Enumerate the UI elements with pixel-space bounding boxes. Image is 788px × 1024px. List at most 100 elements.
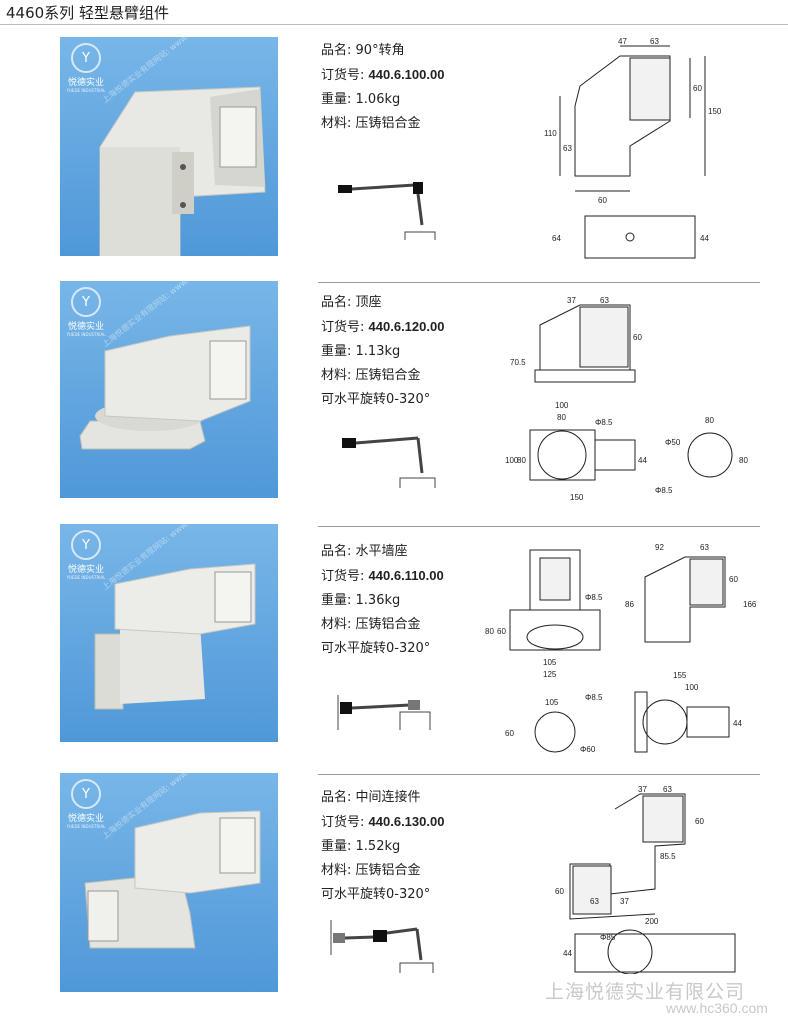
dim-label: 60 [633,333,642,342]
dim-label: Φ8.5 [595,418,613,427]
dim-label: Φ50 [665,438,681,447]
arm-schematic-middle-connector [330,920,434,973]
dim-label: 125 [543,670,557,679]
drawing-middle-connector: 37 63 60 85.5 60 63 37 200 Φ85 44 [555,785,736,974]
dim-label: 80 [557,413,566,422]
dim-label: 85.5 [660,852,676,861]
dim-label: 60 [695,817,704,826]
logo-name-en: YUEDE INDUSTRIAL [66,332,106,337]
dim-label: 37 [567,296,576,305]
logo-mark: Y [71,287,101,317]
material-label: 材料: [321,116,352,131]
dim-label: 44 [563,949,572,958]
page-title: 4460系列 轻型悬臂组件 [6,4,169,22]
arm-schematic-top-base [342,436,436,488]
product-name: 中间连接件 [355,790,421,805]
logo-name-en: YUEDE INDUSTRIAL [66,824,106,829]
company-name: 上海悦德实业有限公司 [545,981,746,1003]
rotation-note: 可水平旋转0-320° [321,641,431,656]
logo-mark: Y [71,43,101,73]
dim-label: 86 [625,600,634,609]
drawing-wall-base: Φ8.5 80 60 105 125 92 63 60 86 166 105 Φ… [485,543,757,754]
section-divider [318,526,760,527]
product-name: 90°转角 [355,43,405,58]
dim-label: 80 [485,627,494,636]
order-label: 订货号: [321,815,365,830]
section-divider [318,282,760,283]
drawing-corner-front: 47 63 60 150 110 63 60 64 44 [544,37,722,259]
product-photo-middle-connector: Y 悦德实业 YUEDE INDUSTRIAL 上海悦德实业有限网站: www.… [60,773,278,992]
wall-base-part-image [94,563,256,710]
dim-label: Φ85 [600,933,616,942]
dim-label: 100 [555,401,569,410]
product-photo-top-base: Y 悦德实业 YUEDE INDUSTRIAL 上海悦德实业有限网站: www.… [60,281,278,498]
dim-label: 44 [700,234,709,243]
dim-label: 80 [705,416,714,425]
rotation-note: 可水平旋转0-320° [321,887,431,902]
dim-label: 110 [544,129,557,138]
product-name: 顶座 [355,295,382,310]
order-label: 订货号: [321,569,365,584]
logo-mark: Y [71,530,101,560]
logo-name-en: YUEDE INDUSTRIAL [66,88,106,93]
drawing-top-base: 37 63 60 70.5 100 80 Φ8.5 100 80 44 150 … [505,296,748,502]
material-label: 材料: [321,863,352,878]
order-label: 订货号: [321,68,365,83]
arm-schematic-wall-base [337,695,431,730]
dim-label: 63 [590,897,599,906]
order-number: 440.6.120.00 [368,319,445,334]
order-number: 440.6.130.00 [368,814,445,829]
dim-label: 60 [729,575,738,584]
dim-label: Φ60 [580,745,596,754]
brand-logo: Y 悦德实业 YUEDE INDUSTRIAL [66,43,106,93]
dim-label: 150 [708,107,722,116]
name-label: 品名: [321,544,352,559]
site-watermark: www.hc360.com [666,1000,768,1016]
material-value: 压铸铝合金 [355,368,421,383]
material-value: 压铸铝合金 [355,116,421,131]
arm-schematic-corner [338,182,436,240]
spec-block-top-base: 品名: 顶座 订货号: 440.6.120.00 重量: 1.13kg 材料: … [321,291,444,412]
product-name: 水平墙座 [355,544,408,559]
dim-label: 70.5 [510,358,526,367]
dim-label: 47 [618,37,627,46]
name-label: 品名: [321,43,352,58]
dim-label: 60 [555,887,564,896]
dim-label: 63 [563,144,572,153]
spec-block-middle-connector: 品名: 中间连接件 订货号: 440.6.130.00 重量: 1.52kg 材… [321,786,444,907]
dim-label: 44 [638,456,647,465]
dim-label: Φ8.5 [585,593,603,602]
logo-mark: Y [71,779,101,809]
dim-label: 92 [655,543,664,552]
material-value: 压铸铝合金 [355,863,421,878]
dim-label: 60 [497,627,506,636]
corner-part-image [99,86,266,256]
logo-name-cn: 悦德实业 [67,78,104,88]
name-label: 品名: [321,295,352,310]
dim-label: 105 [543,658,557,667]
weight-value: 1.06kg [355,92,401,107]
order-number: 440.6.100.00 [368,67,445,82]
dim-label: Φ8.5 [655,486,673,495]
dim-label: 166 [743,600,757,609]
material-value: 压铸铝合金 [355,617,421,632]
dim-label: 37 [620,897,629,906]
order-number: 440.6.110.00 [368,568,444,583]
product-photo-corner: Y 悦德实业 YUEDE INDUSTRIAL 上海悦德实业有限网站: www.… [60,37,278,256]
order-label: 订货号: [321,320,365,335]
middle-connector-part-image [84,810,261,949]
weight-value: 1.52kg [355,839,401,854]
logo-name-cn: 悦德实业 [67,565,104,575]
dim-label: 200 [645,917,659,926]
logo-name-cn: 悦德实业 [67,814,104,824]
header-divider [0,24,788,25]
weight-label: 重量: [321,92,352,107]
weight-label: 重量: [321,839,352,854]
brand-logo: Y 悦德实业 YUEDE INDUSTRIAL [66,287,106,337]
section-divider [318,774,760,775]
material-label: 材料: [321,368,352,383]
brand-logo: Y 悦德实业 YUEDE INDUSTRIAL [66,530,106,580]
name-label: 品名: [321,790,352,805]
dim-label: 80 [517,456,526,465]
spec-block-corner: 品名: 90°转角 订货号: 440.6.100.00 重量: 1.06kg 材… [321,39,444,136]
